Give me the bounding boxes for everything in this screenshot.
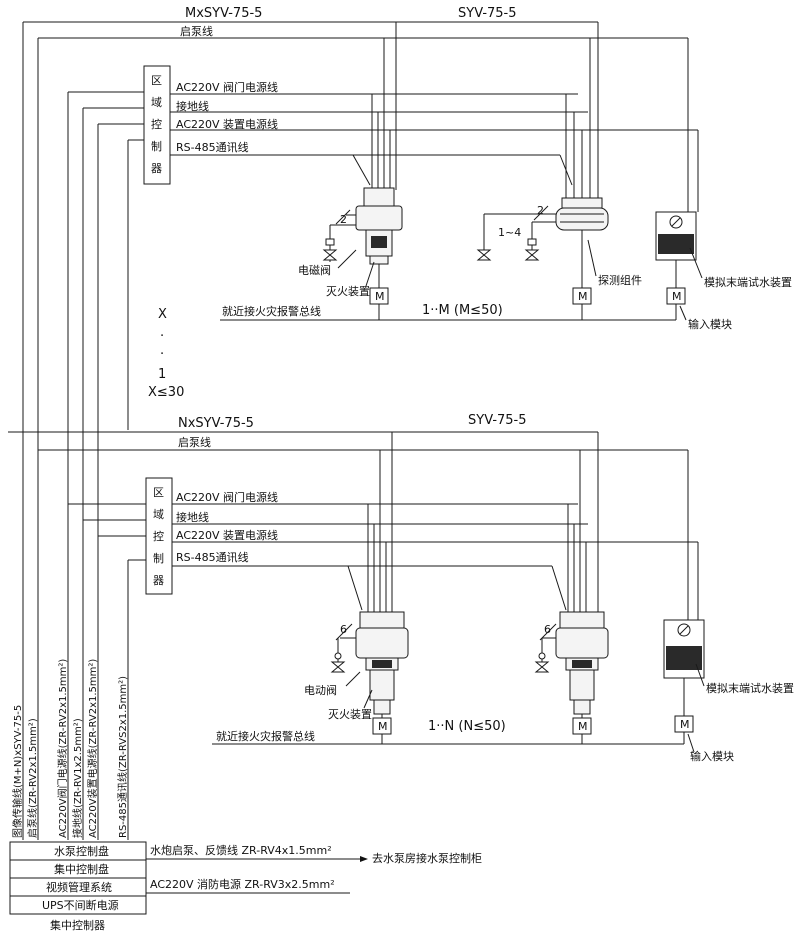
top-ac-device-label: AC220V 装置电源线 <box>176 117 278 131</box>
svg-text:控: 控 <box>153 529 164 543</box>
top-count-label: 1··M (M≤50) <box>422 303 503 318</box>
bottom-test-device-label: 模拟末端试水装置 <box>706 681 794 695</box>
svg-text:2: 2 <box>340 213 347 226</box>
svg-text:M: M <box>578 720 588 733</box>
bottom-cable-left-label: NxSYV-75-5 <box>178 416 254 431</box>
svg-text:区: 区 <box>151 74 162 87</box>
top-solenoid-label: 电磁阀 <box>298 263 331 277</box>
svg-text:域: 域 <box>153 508 164 521</box>
panel-row-pump: 水泵控制盘 <box>54 844 109 858</box>
svg-text:M: M <box>378 720 388 733</box>
top-range-label: 1~4 <box>498 226 521 239</box>
top-alarm-bus-label: 就近接火灾报警总线 <box>222 304 321 318</box>
top-detector-label: 探测组件 <box>598 273 642 287</box>
bottom-ground-label: 接地线 <box>176 510 209 524</box>
bottom-ac-device-label: AC220V 装置电源线 <box>176 528 278 542</box>
bottom-extinguisher-label: 灭火装置 <box>328 708 372 721</box>
bottom-pump-start-label: 启泵线 <box>178 435 211 449</box>
svg-text:6: 6 <box>340 623 347 636</box>
svg-text:制: 制 <box>151 140 162 153</box>
bottom-input-module-label: 输入模块 <box>690 749 734 763</box>
svg-text:接地线(ZR-RV1x2.5mm²): 接地线(ZR-RV1x2.5mm²) <box>71 718 84 838</box>
to-pump-room-label: 去水泵房接水泵控制柜 <box>372 851 482 865</box>
svg-text:·: · <box>160 347 164 362</box>
top-extinguisher-label: 灭火装置 <box>326 285 370 298</box>
vertical-trunk-labels: 图像传输线(M+N)xSYV-75-5 启泵线(ZR-RV2x1.5mm²) A… <box>11 659 129 838</box>
bottom-extinguisher-a-icon <box>355 611 409 718</box>
panel-row-video: 视频管理系统 <box>46 880 112 894</box>
svg-text:控: 控 <box>151 117 162 131</box>
svg-text:图像传输线(M+N)xSYV-75-5: 图像传输线(M+N)xSYV-75-5 <box>11 705 24 838</box>
top-pump-start-label: 启泵线 <box>180 24 213 38</box>
top-test-device-label: 模拟末端试水装置 <box>704 275 792 289</box>
svg-text:域: 域 <box>151 96 162 109</box>
bottom-count-label: 1··N (N≤50) <box>428 719 506 734</box>
top-extinguisher-icon <box>355 187 403 288</box>
svg-text:器: 器 <box>151 162 162 175</box>
vertical-trunk-lines <box>8 22 129 840</box>
top-section: MxSYV-75-5 SYV-75-5 启泵线 区 域 控 制 器 AC220V… <box>23 6 792 331</box>
svg-text:M: M <box>375 290 385 303</box>
svg-text:X≤30: X≤30 <box>148 385 184 400</box>
panel-wire2-label: AC220V 消防电源 ZR-RV3x2.5mm² <box>150 877 335 891</box>
top-ground-label: 接地线 <box>176 99 209 113</box>
top-rs485-label: RS-485通讯线 <box>176 140 249 154</box>
svg-text:·: · <box>160 329 164 344</box>
top-cable-left-label: MxSYV-75-5 <box>185 6 262 21</box>
bottom-motor-valve-label: 电动阀 <box>304 683 337 697</box>
bottom-alarm-bus-label: 就近接火灾报警总线 <box>216 729 315 743</box>
top-solenoid-valve-icon <box>322 224 356 262</box>
svg-text:AC220V装置电源线(ZR-RV2x1.5mm²): AC220V装置电源线(ZR-RV2x1.5mm²) <box>86 659 99 838</box>
panel-footer: 集中控制器 <box>50 918 105 932</box>
repeat-indicator: X · · 1 X≤30 <box>148 307 184 400</box>
top-input-module-label: 输入模块 <box>688 317 732 331</box>
svg-text:RS-485通讯线(ZR-RVS2x1.5mm²): RS-485通讯线(ZR-RVS2x1.5mm²) <box>116 676 129 838</box>
bottom-extinguisher-b-icon <box>555 611 609 718</box>
top-zone-controller <box>143 65 171 185</box>
top-cable-right-label: SYV-75-5 <box>458 6 517 21</box>
svg-text:1: 1 <box>158 367 166 382</box>
svg-text:制: 制 <box>153 552 164 565</box>
top-detector-icon <box>555 197 609 288</box>
panel-wire1-label: 水炮启泵、反馈线 ZR-RV4x1.5mm² <box>150 843 332 857</box>
svg-text:X: X <box>158 307 167 322</box>
svg-text:M: M <box>578 290 588 303</box>
svg-text:区: 区 <box>153 486 164 499</box>
svg-text:器: 器 <box>153 574 164 587</box>
svg-text:启泵线(ZR-RV2x1.5mm²): 启泵线(ZR-RV2x1.5mm²) <box>26 718 39 838</box>
top-ac-valve-label: AC220V 阀门电源线 <box>176 80 278 94</box>
panel-row-central: 集中控制盘 <box>54 862 109 876</box>
bottom-test-device-icon <box>663 619 705 716</box>
bottom-ac-valve-label: AC220V 阀门电源线 <box>176 490 278 504</box>
svg-text:AC220V阀门电源线(ZR-RV2x1.5mm²): AC220V阀门电源线(ZR-RV2x1.5mm²) <box>56 659 69 838</box>
svg-text:2: 2 <box>537 204 544 217</box>
bottom-motor-valve-icon <box>330 638 346 673</box>
svg-text:M: M <box>680 718 690 731</box>
bottom-cable-right-label: SYV-75-5 <box>468 413 527 428</box>
top-test-device-icon <box>655 211 697 288</box>
central-control-panel: 水泵控制盘 集中控制盘 视频管理系统 UPS不间断电源 集中控制器 水炮启泵、反… <box>9 841 482 932</box>
panel-row-ups: UPS不间断电源 <box>42 898 119 912</box>
bottom-section: NxSYV-75-5 SYV-75-5 启泵线 区 域 控 制 器 AC220V… <box>23 413 794 763</box>
svg-text:6: 6 <box>544 623 551 636</box>
svg-text:M: M <box>672 290 682 303</box>
bottom-zone-controller <box>145 477 173 595</box>
bottom-rs485-label: RS-485通讯线 <box>176 550 249 564</box>
